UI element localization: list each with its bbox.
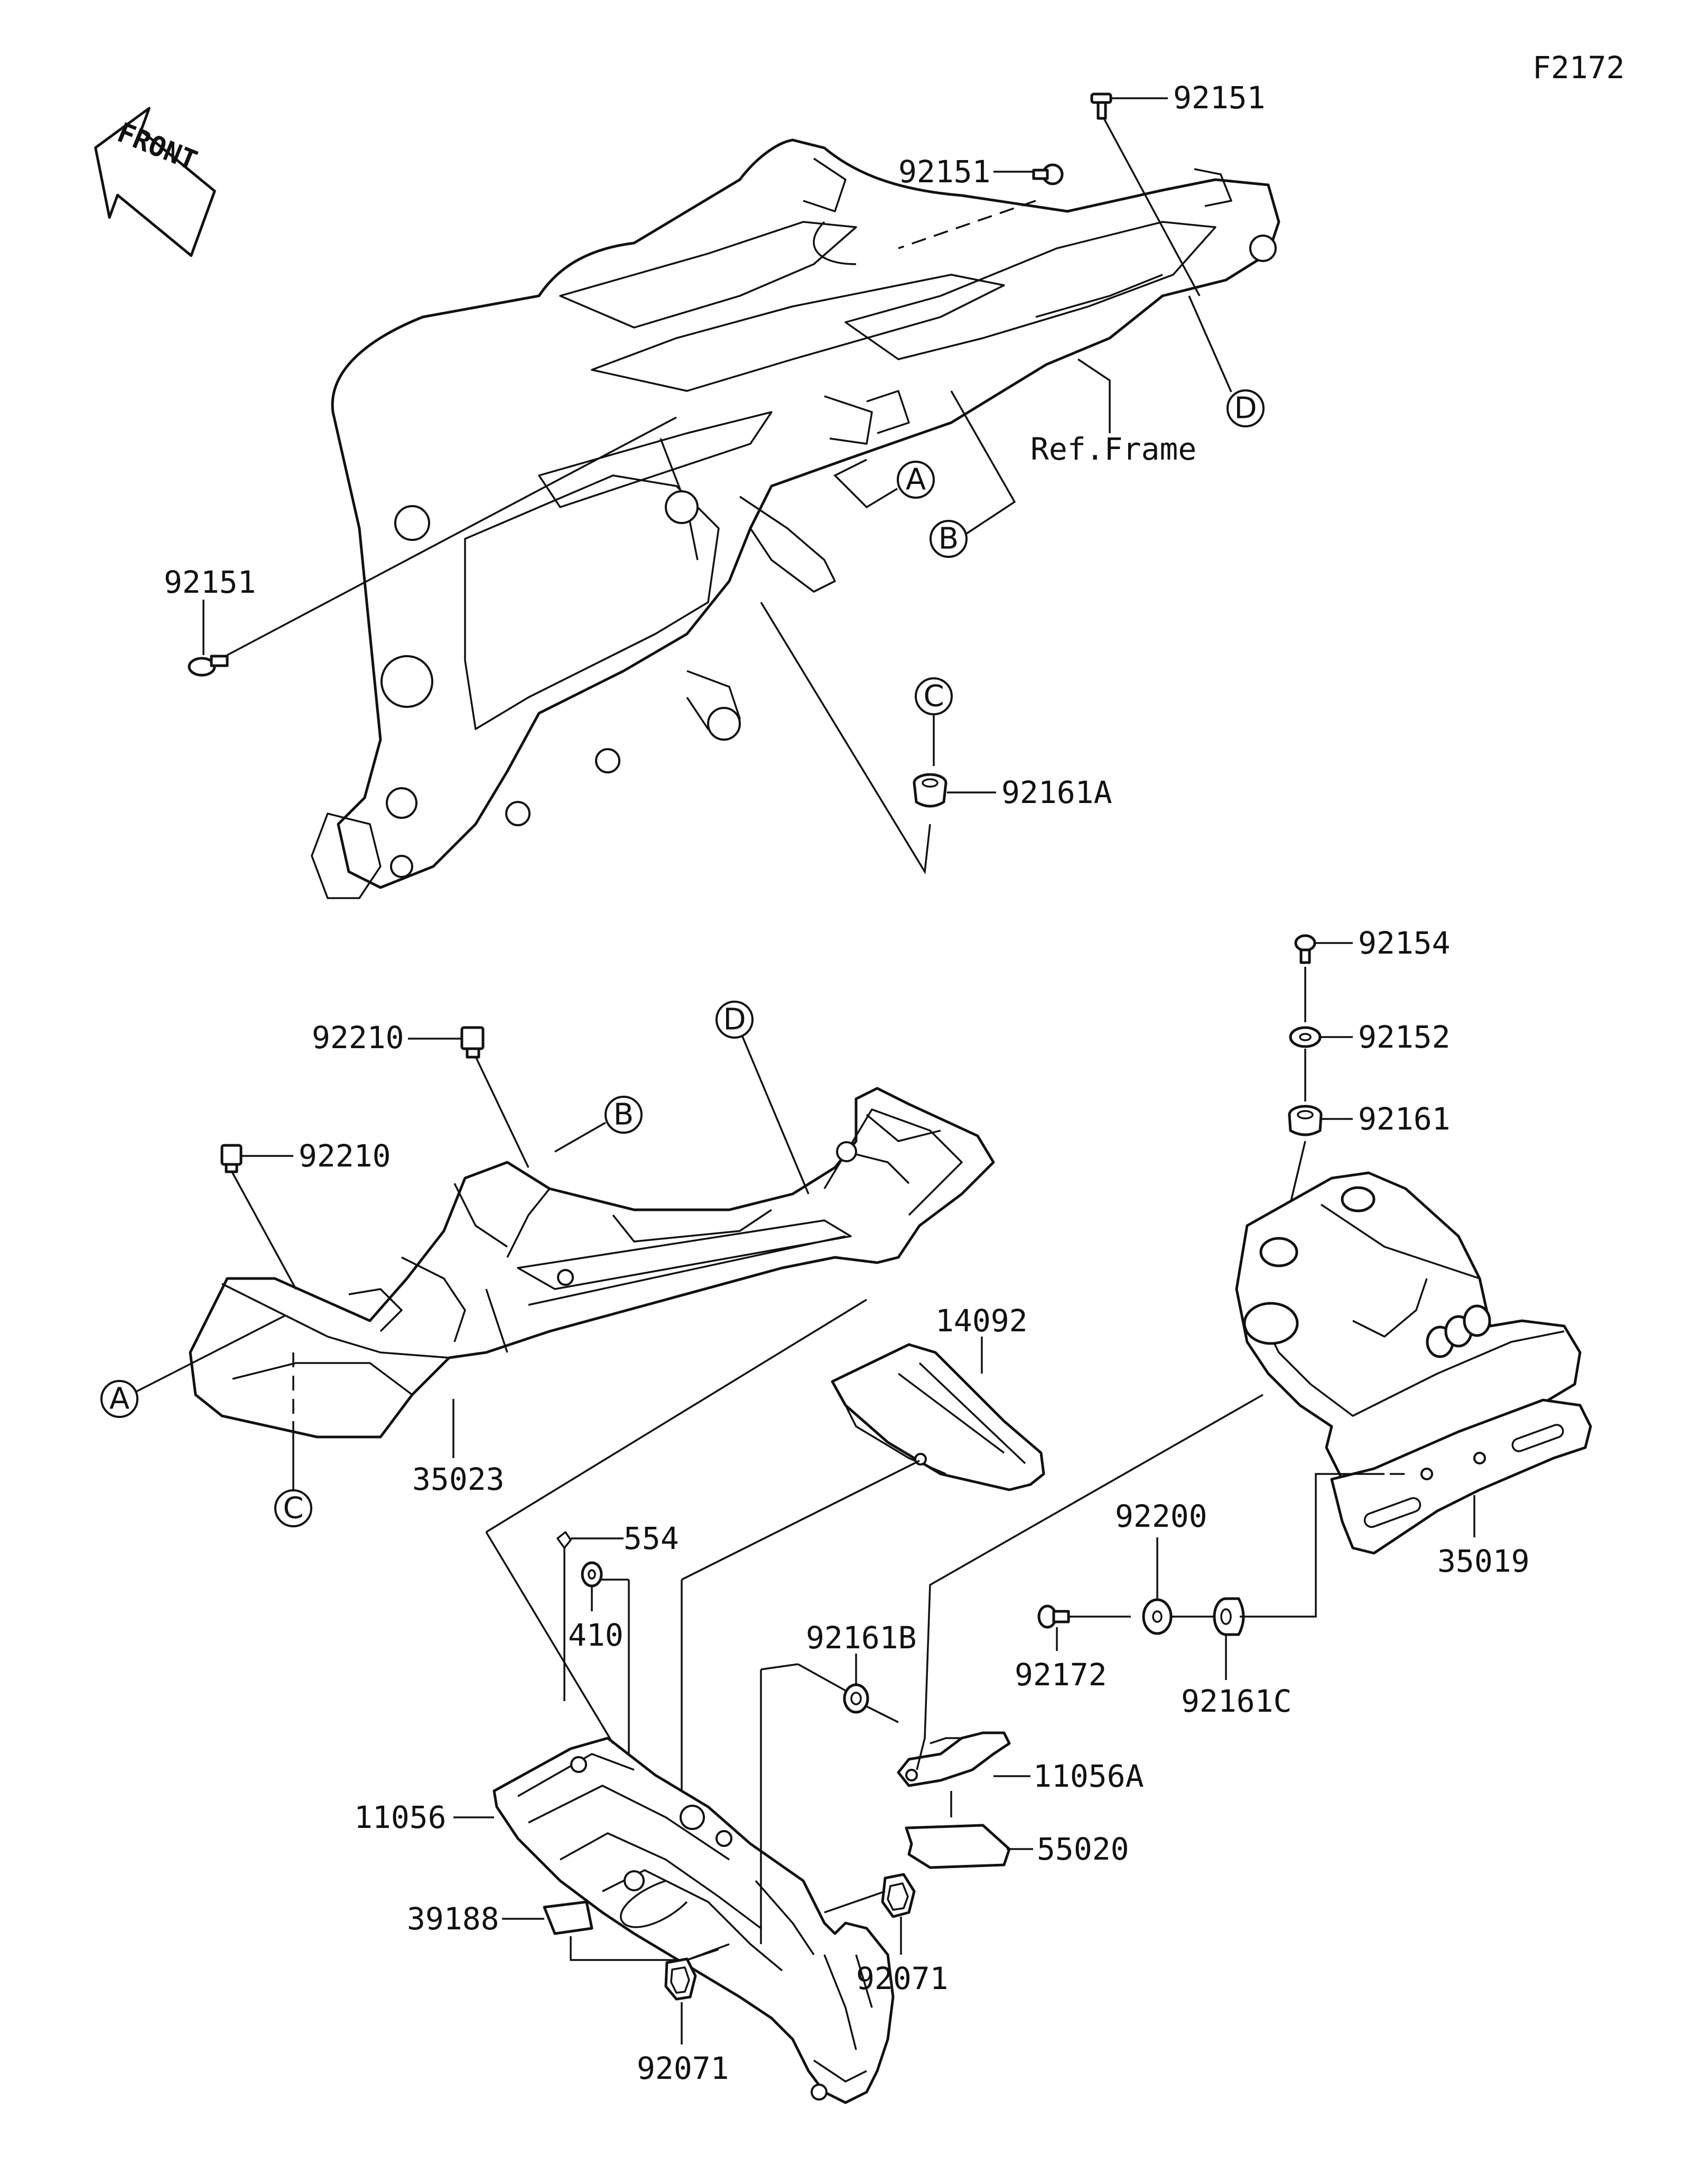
fender-hole: [836, 1141, 857, 1162]
fender-hole: [716, 1830, 732, 1847]
callout-B-mid-label: B: [614, 1098, 634, 1132]
part-label-92161: 92161: [1358, 1101, 1451, 1137]
grommet-92071-bottom: [664, 1957, 697, 2001]
part-label-92151-left: 92151: [164, 564, 256, 600]
frame-hole: [390, 855, 413, 878]
fender-hole: [557, 1269, 574, 1286]
callout-C-mid: [274, 1489, 312, 1527]
grommet-92071-right: [881, 1873, 916, 1918]
bracket-hole: [1463, 1304, 1491, 1337]
callout-C-mid-label: C: [283, 1491, 303, 1526]
callout-D-mid: [716, 1001, 754, 1039]
part-label-92172: 92172: [1015, 1657, 1107, 1693]
part-label-92151-top: 92151: [1173, 80, 1266, 116]
frame-hole: [1249, 235, 1277, 262]
frame-hole: [707, 707, 741, 741]
grommet-92161A: [913, 773, 947, 808]
screw-92154: [1294, 934, 1316, 964]
fender-hole: [624, 1870, 645, 1891]
grommet-92161B: [843, 1683, 869, 1714]
part-label-92200: 92200: [1115, 1498, 1207, 1534]
frame-hole: [386, 787, 417, 819]
label-sticker-39188: [543, 1900, 593, 1935]
fender-hole: [680, 1805, 705, 1830]
plate-hole: [1473, 1452, 1486, 1464]
bracket-35019-plate: [1330, 1398, 1592, 1555]
part-label-39188: 39188: [407, 1901, 499, 1937]
rear-fender-35023: [189, 1087, 995, 1439]
frame-hole: [380, 655, 433, 708]
main-frame: [311, 138, 1280, 899]
frame-hole: [665, 490, 699, 524]
part-label-410: 410: [568, 1617, 624, 1653]
cover-14092: [831, 1343, 1045, 1491]
frame-hole: [595, 748, 620, 773]
callout-B-mid: [605, 1096, 643, 1134]
plate-hole: [1420, 1468, 1433, 1480]
screw-92172: [1037, 1604, 1070, 1629]
bracket-hole: [1341, 1186, 1376, 1212]
part-label-14092: 14092: [935, 1303, 1028, 1339]
diagram-code: F2172: [1532, 50, 1625, 86]
part-label-11056A: 11056A: [1033, 1758, 1144, 1794]
bracket-11056A: [897, 1731, 1011, 1787]
bracket-hole: [905, 1769, 918, 1781]
part-label-92161C: 92161C: [1181, 1683, 1292, 1719]
part-label-92154: 92154: [1358, 925, 1451, 961]
bracket-hole: [1243, 1302, 1299, 1345]
bolt-92151-left: [188, 655, 229, 677]
label-sheet-55020: [905, 1824, 1011, 1869]
callout-D-mid-label: D: [723, 1003, 746, 1037]
clip-554: [556, 1531, 572, 1549]
bracket-hole: [1259, 1237, 1298, 1267]
fender-hole: [811, 2084, 828, 2101]
part-label-35023: 35023: [412, 1461, 505, 1497]
washer-410: [581, 1561, 603, 1588]
frame-hole: [394, 505, 430, 541]
fender-hole: [570, 1756, 587, 1773]
callout-A-top: [897, 461, 935, 499]
front-arrow-icon: FRONT: [94, 107, 216, 257]
part-label-35019: 35019: [1437, 1543, 1530, 1579]
callout-A-top-label: A: [906, 463, 926, 497]
bolt-92151-mid: [1032, 163, 1064, 185]
part-label-55020: 55020: [1037, 1831, 1129, 1867]
clip-92210-a: [460, 1026, 485, 1059]
part-label-92210-a: 92210: [312, 1020, 404, 1056]
clip-92210-b: [220, 1144, 243, 1173]
callout-C-top-label: C: [923, 679, 944, 714]
part-label-92161A: 92161A: [1001, 774, 1112, 810]
part-label-92151-mid: 92151: [898, 154, 991, 190]
part-label-92152: 92152: [1358, 1019, 1451, 1055]
grommet-92161C: [1213, 1597, 1245, 1636]
washer-92200: [1142, 1598, 1173, 1635]
part-label-92071-bottom: 92071: [637, 2050, 729, 2086]
callout-A-mid-label: A: [109, 1382, 129, 1416]
frame-hole: [505, 801, 531, 826]
washer-92152: [1289, 1026, 1322, 1048]
part-label-92161B: 92161B: [806, 1620, 917, 1656]
ref-frame-label: Ref.Frame: [1030, 431, 1196, 467]
grommet-92161: [1288, 1105, 1323, 1136]
callout-D-top-label: D: [1234, 391, 1257, 426]
part-label-554: 554: [624, 1520, 679, 1556]
part-label-11056: 11056: [354, 1799, 447, 1835]
callout-D-top: [1227, 389, 1265, 427]
part-label-92071-right: 92071: [856, 1961, 949, 1996]
callout-B-top: [930, 520, 968, 558]
part-label-92210-b: 92210: [299, 1138, 391, 1174]
callout-A-mid: [100, 1380, 138, 1418]
bolt-92151-top: [1090, 92, 1112, 120]
inner-fender-11056: [493, 1737, 895, 2104]
callout-B-top-label: B: [939, 522, 959, 556]
